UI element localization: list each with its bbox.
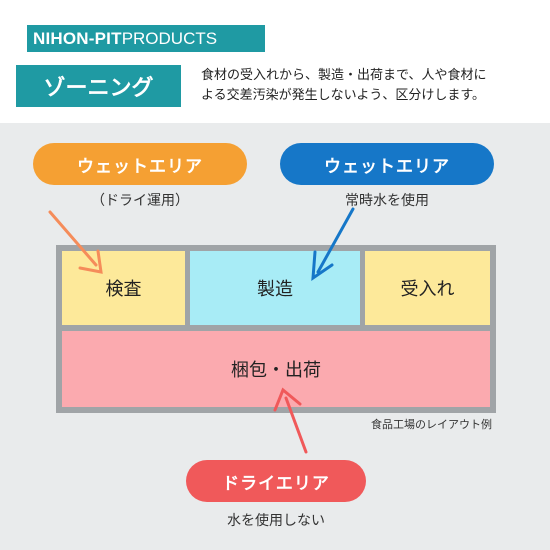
arrow-red xyxy=(273,387,308,454)
wet-sub: 常時水を使用 xyxy=(345,193,429,209)
arrow-blue xyxy=(311,207,355,282)
description-line-2: よる交差汚染が発生しないよう、区分けします。 xyxy=(201,88,486,103)
wet-dry-use-sub: （ドライ運用） xyxy=(91,193,189,209)
zone-receiving: 受入れ xyxy=(365,251,490,325)
dry-label: ドライエリア xyxy=(186,460,366,502)
page-title: ゾーニング xyxy=(16,65,181,107)
logo-bold-text: NIHON-PIT xyxy=(33,28,122,48)
layout-caption: 食品工場のレイアウト例 xyxy=(371,418,492,431)
arrow-orange xyxy=(48,210,103,274)
wet-label: ウェットエリア xyxy=(280,143,494,185)
description: 食材の受入れから、製造・出荷まで、人や食材に よる交差汚染が発生しないよう、区分… xyxy=(201,66,541,106)
zone-inspection: 検査 xyxy=(62,251,185,325)
factory-layout: 検査 製造 受入れ 梱包・出荷 xyxy=(56,245,496,413)
brand-logo: NIHON-PIT PRODUCTS xyxy=(27,25,265,52)
wet-dry-use-label: ウェットエリア xyxy=(33,143,247,185)
description-line-1: 食材の受入れから、製造・出荷まで、人や食材に xyxy=(201,68,487,83)
zone-production: 製造 xyxy=(190,251,360,325)
zone-packing: 梱包・出荷 xyxy=(62,331,490,407)
dry-sub: 水を使用しない xyxy=(227,513,325,529)
logo-thin-text: PRODUCTS xyxy=(121,28,218,48)
